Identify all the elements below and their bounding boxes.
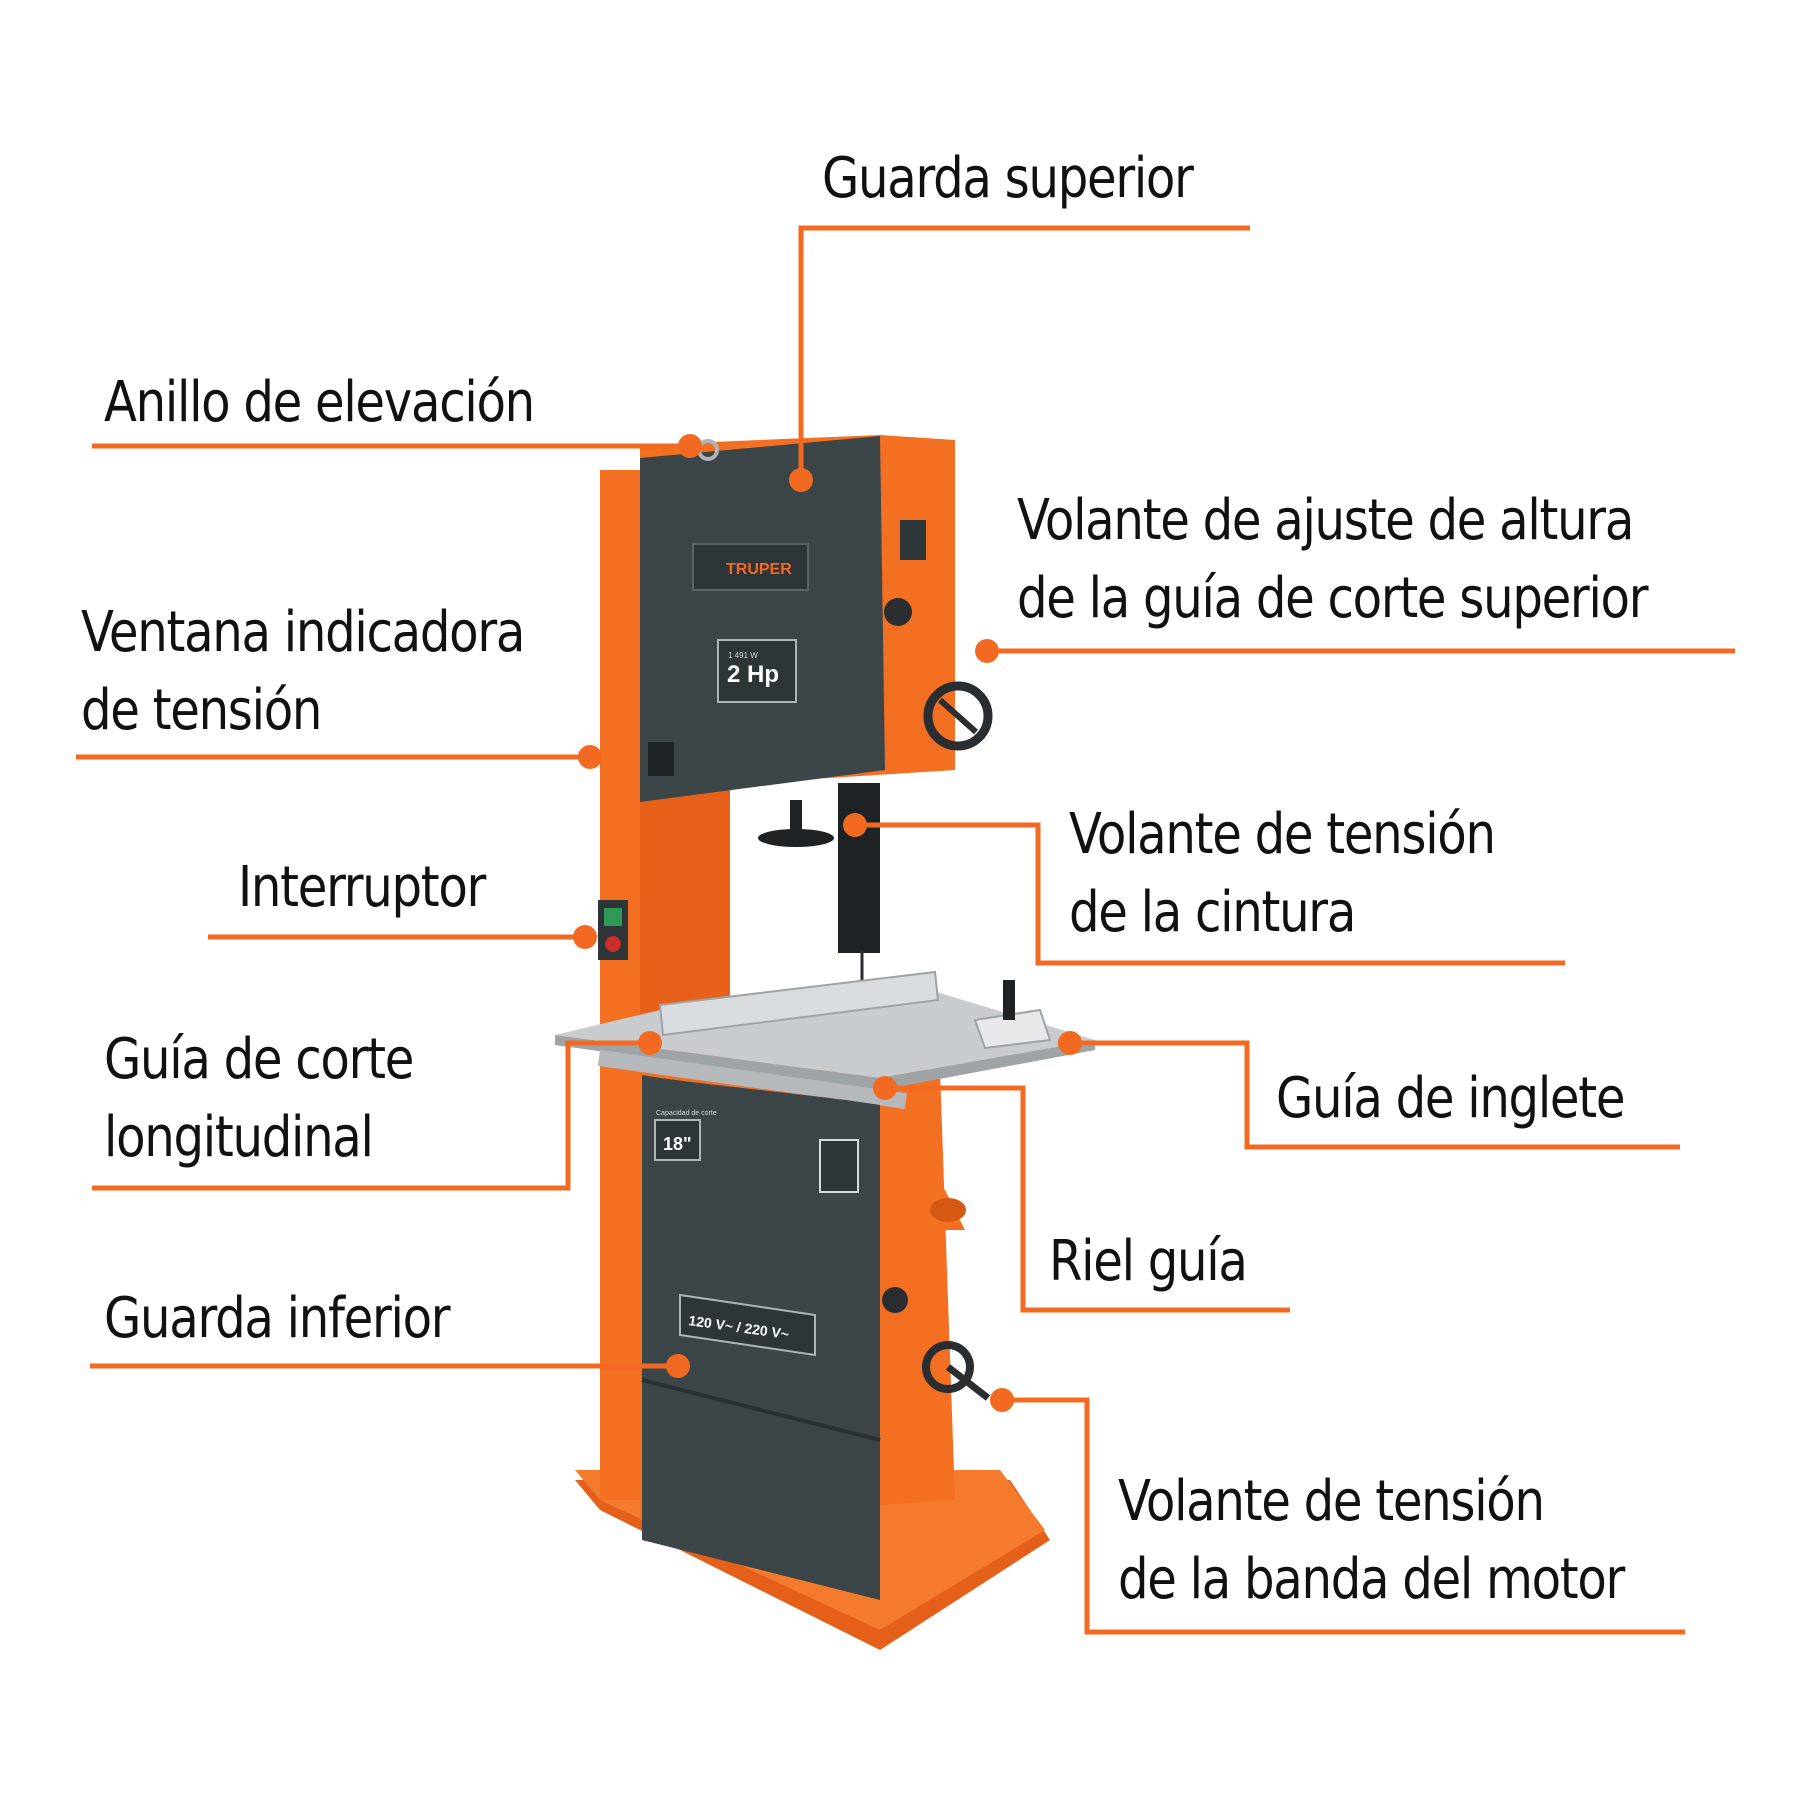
upper-guard xyxy=(640,436,885,802)
leader-guia-corte-longitudinal xyxy=(92,1040,650,1191)
switch-green xyxy=(604,908,622,926)
label-interruptor: Interruptor xyxy=(238,849,486,927)
motor-handwheel-handle xyxy=(945,1364,991,1401)
label-line: Guía de corte xyxy=(104,1027,414,1092)
label-line: Volante de ajuste de altura xyxy=(1017,488,1634,553)
label-riel-guia: Riel guía xyxy=(1049,1223,1248,1301)
power-badge-small: 1 491 W xyxy=(728,651,758,660)
label-line: Anillo de elevación xyxy=(104,370,535,435)
label-line: Guarda inferior xyxy=(104,1286,451,1351)
warning-label xyxy=(819,1139,859,1193)
dot-ventana-tension xyxy=(578,745,602,769)
blade-guide-post xyxy=(838,783,880,953)
label-volante-tension-cintura: Volante de tensión de la cintura xyxy=(1069,796,1496,952)
label-line: Guía de inglete xyxy=(1276,1066,1625,1131)
dot-anillo-elevacion xyxy=(678,434,702,458)
dot-volante-ajuste-altura xyxy=(975,639,999,663)
label-line: Riel guía xyxy=(1049,1229,1248,1294)
capacity-plate xyxy=(654,1119,701,1161)
dot-riel-guia xyxy=(873,1076,897,1100)
label-guia-corte-longitudinal: Guía de corte longitudinal xyxy=(104,1021,414,1177)
miter-gauge-handle xyxy=(1003,980,1015,1020)
leader-riel-guia xyxy=(895,1085,1290,1313)
label-volante-tension-motor: Volante de tensión de la banda del motor xyxy=(1118,1463,1625,1619)
dot-volante-tension-cintura xyxy=(843,813,867,837)
dot-guarda-inferior xyxy=(666,1354,690,1378)
truper-logo-text: TRUPER xyxy=(726,561,792,578)
dot-guarda-superior xyxy=(789,468,813,492)
label-line: Guarda superior xyxy=(822,146,1194,211)
tension-window xyxy=(648,742,674,776)
label-line: de la banda del motor xyxy=(1118,1547,1625,1612)
height-handwheel xyxy=(923,681,993,751)
dot-guia-corte-longitudinal xyxy=(638,1031,662,1055)
power-badge-text: 2 Hp xyxy=(727,661,779,688)
upper-guard-hp-plate xyxy=(717,639,797,703)
upper-side-window xyxy=(900,520,926,560)
label-line: de tensión xyxy=(81,678,322,743)
label-volante-ajuste-altura: Volante de ajuste de altura de la guía d… xyxy=(1017,482,1649,638)
rip-fence xyxy=(658,970,940,1037)
switch-red xyxy=(605,936,621,952)
miter-gauge xyxy=(973,1008,1052,1050)
guide-rail xyxy=(597,1050,907,1109)
label-guarda-inferior: Guarda inferior xyxy=(104,1280,451,1358)
capacity-badge-text: 18" xyxy=(663,1134,692,1154)
leader-volante-tension-motor xyxy=(1005,1397,1685,1635)
motor-handwheel xyxy=(922,1341,974,1393)
voltage-plate xyxy=(679,1293,816,1357)
label-line: Volante de tensión xyxy=(1069,802,1496,867)
capacity-caption: Capacidad de corte xyxy=(656,1110,717,1117)
label-line: Volante de tensión xyxy=(1118,1469,1545,1534)
leader-guarda-superior xyxy=(798,225,1250,480)
dot-volante-tension-motor xyxy=(990,1388,1014,1412)
leader-guia-inglete xyxy=(1080,1040,1680,1150)
leader-volante-tension-cintura xyxy=(855,822,1565,966)
label-anillo-elevacion: Anillo de elevación xyxy=(104,364,535,442)
label-line: longitudinal xyxy=(104,1105,374,1170)
work-table-edge xyxy=(555,1035,1095,1090)
dust-port-opening xyxy=(930,1198,966,1222)
label-line: de la guía de corte superior xyxy=(1017,566,1649,631)
lower-knob xyxy=(882,1287,908,1313)
label-line: Ventana indicadora xyxy=(81,600,525,665)
label-guia-inglete: Guía de inglete xyxy=(1276,1060,1625,1138)
height-handwheel-spoke xyxy=(938,697,978,735)
label-ventana-tension: Ventana indicadora de tensión xyxy=(81,594,525,750)
dot-interruptor xyxy=(573,925,597,949)
lower-guard-seam xyxy=(641,1378,881,1442)
label-guarda-superior: Guarda superior xyxy=(822,140,1194,218)
dot-guia-inglete xyxy=(1058,1031,1082,1055)
label-line: de la cintura xyxy=(1069,880,1356,945)
belt-tension-knob xyxy=(758,829,834,847)
label-line: Interruptor xyxy=(238,855,486,920)
height-knob xyxy=(884,598,912,626)
upper-guard-logo-plate xyxy=(692,543,809,591)
